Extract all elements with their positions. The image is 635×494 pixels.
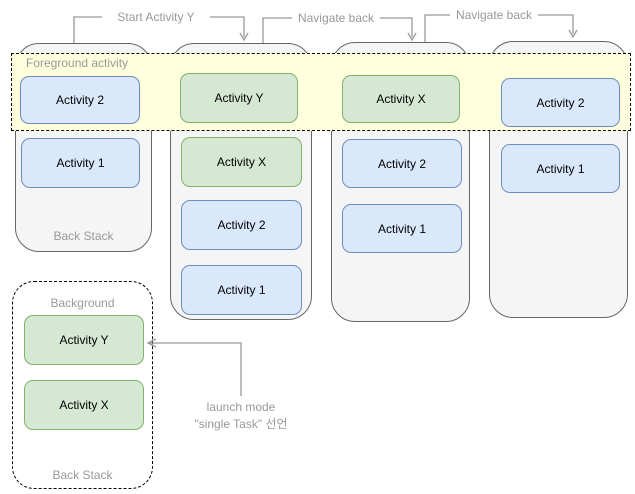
connector-label-navigate-back-1: Navigate back bbox=[297, 11, 375, 25]
activity-box: Activity 1 bbox=[342, 204, 462, 253]
connector-line bbox=[210, 16, 245, 37]
activity-box: Activity 1 bbox=[181, 265, 302, 315]
connector-line bbox=[424, 14, 450, 42]
activity-box: Activity 1 bbox=[21, 138, 140, 188]
arrow-down-icon bbox=[568, 29, 578, 39]
activity-box: Activity X bbox=[24, 380, 144, 430]
activity-label: Activity 2 bbox=[55, 93, 104, 107]
activity-label: Activity Y bbox=[214, 91, 264, 105]
connector-label-start-activity-y: Start Activity Y bbox=[117, 10, 195, 24]
activity-box: Activity 2 bbox=[501, 78, 620, 127]
background-title: Background bbox=[50, 296, 115, 310]
activity-label: Activity X bbox=[216, 155, 267, 169]
activity-label: Activity 1 bbox=[56, 156, 105, 170]
connector-line bbox=[73, 16, 102, 43]
activity-box: Activity X bbox=[181, 137, 302, 187]
connector-line bbox=[380, 17, 413, 37]
activity-box: Activity 2 bbox=[20, 76, 140, 124]
activity-box: Activity Y bbox=[180, 73, 298, 123]
activity-label: Activity 2 bbox=[536, 95, 585, 110]
back-stack-label: Back Stack bbox=[52, 468, 113, 482]
activity-label: Activity Y bbox=[59, 333, 109, 347]
activity-box: Activity 1 bbox=[501, 144, 620, 193]
activity-label: Activity 1 bbox=[377, 221, 426, 236]
activity-box: Activity X bbox=[342, 75, 460, 123]
foreground-band-label: Foreground activity bbox=[26, 56, 129, 70]
activity-label: Activity 1 bbox=[536, 161, 585, 176]
activity-label: Activity X bbox=[376, 92, 426, 106]
activity-box: Activity 2 bbox=[342, 139, 462, 188]
launch-mode-annotation: launch mode "single Task" 선언 bbox=[194, 400, 288, 431]
connector-line bbox=[149, 342, 242, 396]
activity-label: Activity 2 bbox=[377, 156, 426, 171]
activity-label: Activity 1 bbox=[217, 283, 266, 297]
arrow-down-icon bbox=[239, 32, 249, 42]
activity-label: Activity 2 bbox=[217, 218, 266, 232]
back-stack-label: Back Stack bbox=[53, 229, 114, 243]
connector-line bbox=[262, 17, 292, 43]
activity-box: Activity 2 bbox=[181, 200, 302, 250]
connector-line bbox=[538, 14, 574, 34]
activity-label: Activity X bbox=[59, 398, 109, 412]
arrow-down-icon bbox=[407, 32, 417, 42]
activity-box: Activity Y bbox=[24, 315, 144, 365]
connector-label-navigate-back-2: Navigate back bbox=[455, 8, 533, 22]
